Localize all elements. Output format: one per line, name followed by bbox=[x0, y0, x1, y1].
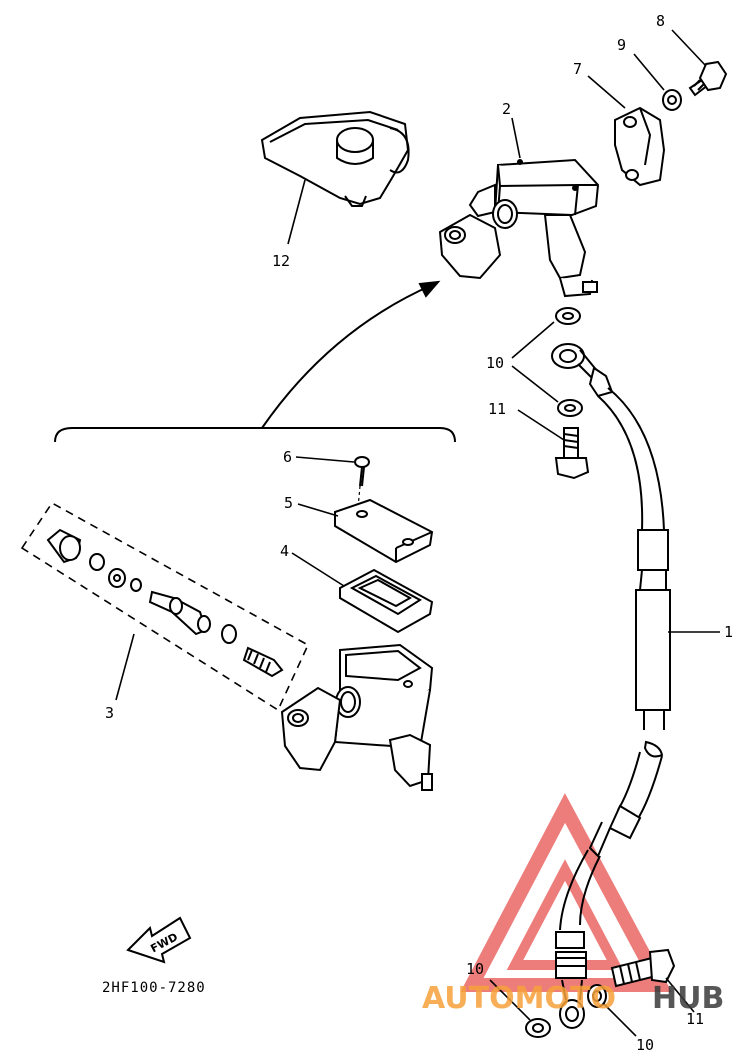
leader-3 bbox=[115, 633, 135, 701]
callout-10-bottom-right: 10 bbox=[636, 1036, 654, 1054]
part-10-washer-bottom-left bbox=[525, 1018, 551, 1038]
callout-11-bottom: 11 bbox=[686, 1010, 704, 1028]
leader-2 bbox=[511, 117, 521, 159]
leader-11b bbox=[665, 977, 695, 1013]
part-4-diaphragm bbox=[339, 568, 434, 634]
part-7-holder bbox=[614, 106, 666, 187]
part-11-bolt-top bbox=[554, 427, 590, 480]
callout-4: 4 bbox=[280, 542, 289, 560]
watermark-part1: AUTOMOTO bbox=[422, 981, 616, 1016]
part-8-bolt bbox=[688, 60, 728, 97]
leader-10c bbox=[489, 979, 531, 1021]
callout-3: 3 bbox=[105, 704, 114, 722]
leader-11a bbox=[517, 409, 565, 441]
callout-11-top: 11 bbox=[488, 400, 506, 418]
leader-7 bbox=[587, 75, 626, 109]
part-code: 2HF100-7280 bbox=[102, 980, 206, 996]
svg-text:AUTOMOTO: AUTOMOTO bbox=[422, 981, 616, 1016]
callout-7: 7 bbox=[573, 60, 582, 78]
callout-8: 8 bbox=[656, 12, 665, 30]
fwd-arrow-icon: FWD bbox=[126, 916, 192, 964]
part-6-screw bbox=[354, 456, 370, 487]
watermark-part2: HUB bbox=[652, 981, 724, 1016]
part-3-piston-kit bbox=[20, 501, 310, 712]
leader-9 bbox=[633, 53, 665, 91]
assembly-arrow bbox=[261, 280, 441, 429]
svg-text:HUB: HUB bbox=[652, 981, 724, 1016]
leader-8 bbox=[671, 29, 707, 67]
leader-10a bbox=[511, 321, 555, 359]
callout-12: 12 bbox=[272, 252, 290, 270]
leader-10d bbox=[603, 1003, 637, 1037]
part-10-washer-mid bbox=[557, 399, 583, 417]
leader-12 bbox=[287, 179, 306, 245]
part-2-master-cylinder bbox=[438, 158, 600, 298]
part-10-washer-bottom-right bbox=[587, 984, 607, 1008]
leader-10b bbox=[511, 365, 559, 403]
callout-labels: 8 9 7 2 12 10 11 6 5 4 1 3 10 11 10 bbox=[105, 12, 733, 1054]
callout-10-bottom-left: 10 bbox=[466, 960, 484, 978]
callout-9: 9 bbox=[617, 36, 626, 54]
master-cylinder-body bbox=[280, 643, 434, 791]
leader-4 bbox=[291, 552, 345, 587]
part-11-bolt-bottom bbox=[610, 948, 676, 988]
callout-5: 5 bbox=[284, 494, 293, 512]
leader-5 bbox=[297, 503, 339, 517]
part-10-washer-top bbox=[555, 307, 581, 325]
callout-1: 1 bbox=[724, 623, 733, 641]
part-5-cap bbox=[334, 498, 434, 564]
callout-2: 2 bbox=[502, 100, 511, 118]
leader-6 bbox=[295, 456, 355, 463]
part-1-brake-hose bbox=[551, 343, 671, 1029]
part-12-cover bbox=[260, 110, 410, 207]
exploded-group-bracket bbox=[54, 427, 456, 443]
callout-6: 6 bbox=[283, 448, 292, 466]
callout-10-top: 10 bbox=[486, 354, 504, 372]
part-9-washer bbox=[662, 89, 682, 111]
watermark-text: AUTOMOTO HUB bbox=[422, 981, 724, 1016]
